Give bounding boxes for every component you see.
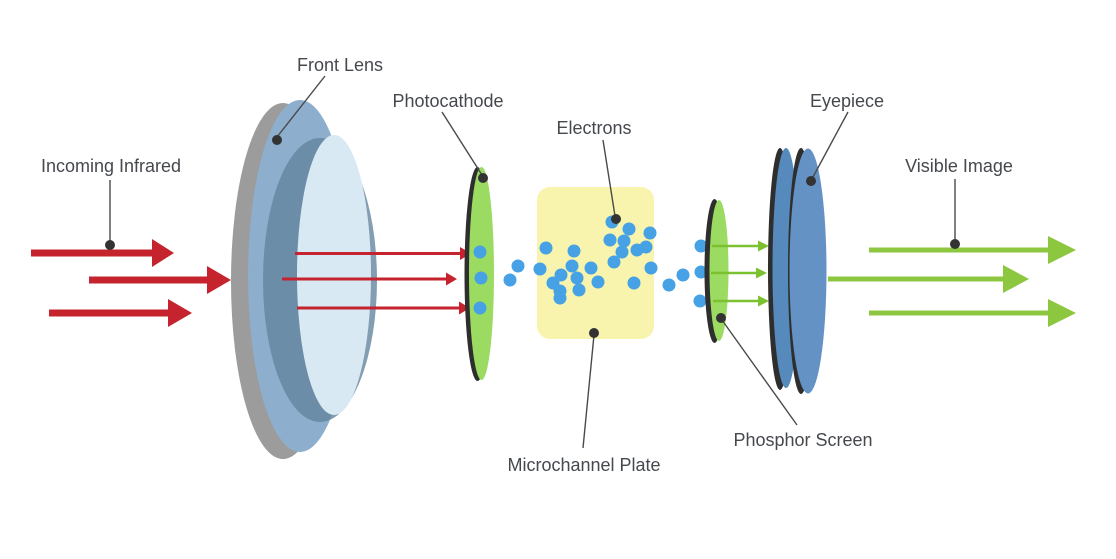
front-lens-element-2 [297, 135, 371, 415]
marker-electrons [611, 214, 621, 224]
marker-photocathode [478, 173, 488, 183]
label-eyepiece: Eyepiece [810, 91, 884, 111]
incoming-infrared-arrows [31, 239, 231, 327]
leader-front-lens [276, 75, 326, 138]
electron-dot [676, 268, 690, 282]
visible-arrow-head [1048, 299, 1076, 327]
green-beam-head [758, 240, 769, 252]
electron-dot [591, 275, 605, 289]
electron-dot [567, 244, 581, 258]
electron-dot [627, 276, 641, 290]
electron-dot [603, 233, 617, 247]
electron-dot [572, 283, 586, 297]
eyepiece-group [768, 148, 827, 394]
electron-dot [693, 294, 707, 308]
phosphor-beams [711, 240, 769, 307]
infrared-arrow-shaft [49, 309, 169, 317]
electron-dot [554, 268, 568, 282]
electron-dot [643, 226, 657, 240]
leader-phosphor-screen [721, 319, 798, 426]
electron-dot [570, 271, 584, 285]
infrared-arrow-shaft [31, 249, 152, 257]
electron-dot [694, 265, 708, 279]
electron-dot [584, 261, 598, 275]
infrared-ray-head [459, 301, 470, 315]
infrared-ray-head [446, 272, 457, 286]
electron-dot [473, 301, 487, 315]
marker-microchannel-plate [589, 328, 599, 338]
electron-dot [473, 245, 487, 259]
label-incoming-infrared: Incoming Infrared [41, 156, 181, 176]
electron-dot [565, 259, 579, 273]
infrared-rays [282, 247, 471, 315]
electron-dot [644, 261, 658, 275]
leader-microchannel-plate [582, 334, 595, 449]
front-lens-group [231, 100, 377, 459]
electron-dot [503, 273, 517, 287]
electron-dot [511, 259, 525, 273]
label-electrons: Electrons [556, 118, 631, 138]
label-visible-image: Visible Image [905, 156, 1013, 176]
electron-dot [474, 271, 488, 285]
electron-dot [539, 241, 553, 255]
electron-dot [553, 291, 567, 305]
microchannel-plate-rect [537, 187, 654, 339]
electrons-layer [473, 215, 708, 315]
visible-arrow-head [1048, 236, 1076, 264]
visible-arrow-shaft [869, 310, 1049, 316]
visible-arrow-shaft [869, 247, 1049, 253]
infrared-arrow-shaft [89, 276, 208, 284]
green-beam-head [758, 295, 769, 307]
electron-dot [694, 239, 708, 253]
leader-electrons [602, 139, 616, 217]
electron-dot [533, 262, 547, 276]
electron-dot [622, 222, 636, 236]
visible-arrow-shaft [828, 276, 1004, 282]
visible-image-arrows [828, 236, 1076, 327]
electron-dot [662, 278, 676, 292]
eyepiece-lens-2 [789, 148, 827, 394]
infrared-arrow-head [207, 266, 231, 294]
phosphor-screen-group [704, 199, 729, 343]
label-front-lens: Front Lens [297, 55, 383, 75]
label-photocathode: Photocathode [392, 91, 503, 111]
electron-dot [607, 255, 621, 269]
infrared-arrow-head [152, 239, 174, 267]
label-microchannel-plate: Microchannel Plate [507, 455, 660, 475]
infrared-arrow-head [168, 299, 192, 327]
electron-dot [639, 240, 653, 254]
electron-dot [615, 245, 629, 259]
marker-eyepiece [806, 176, 816, 186]
marker-phosphor-screen [716, 313, 726, 323]
marker-front-lens [272, 135, 282, 145]
electron-dot [617, 234, 631, 248]
labels: Incoming Infrared Front Lens Photocathod… [41, 55, 1013, 475]
visible-arrow-head [1003, 265, 1029, 293]
phosphor-screen-disc [709, 200, 729, 341]
leader-lines [105, 75, 960, 449]
leader-eyepiece [812, 111, 849, 178]
label-phosphor-screen: Phosphor Screen [733, 430, 872, 450]
marker-visible-image [950, 239, 960, 249]
marker-incoming-infrared [105, 240, 115, 250]
green-beam-head [756, 267, 767, 279]
leader-photocathode [441, 111, 483, 176]
